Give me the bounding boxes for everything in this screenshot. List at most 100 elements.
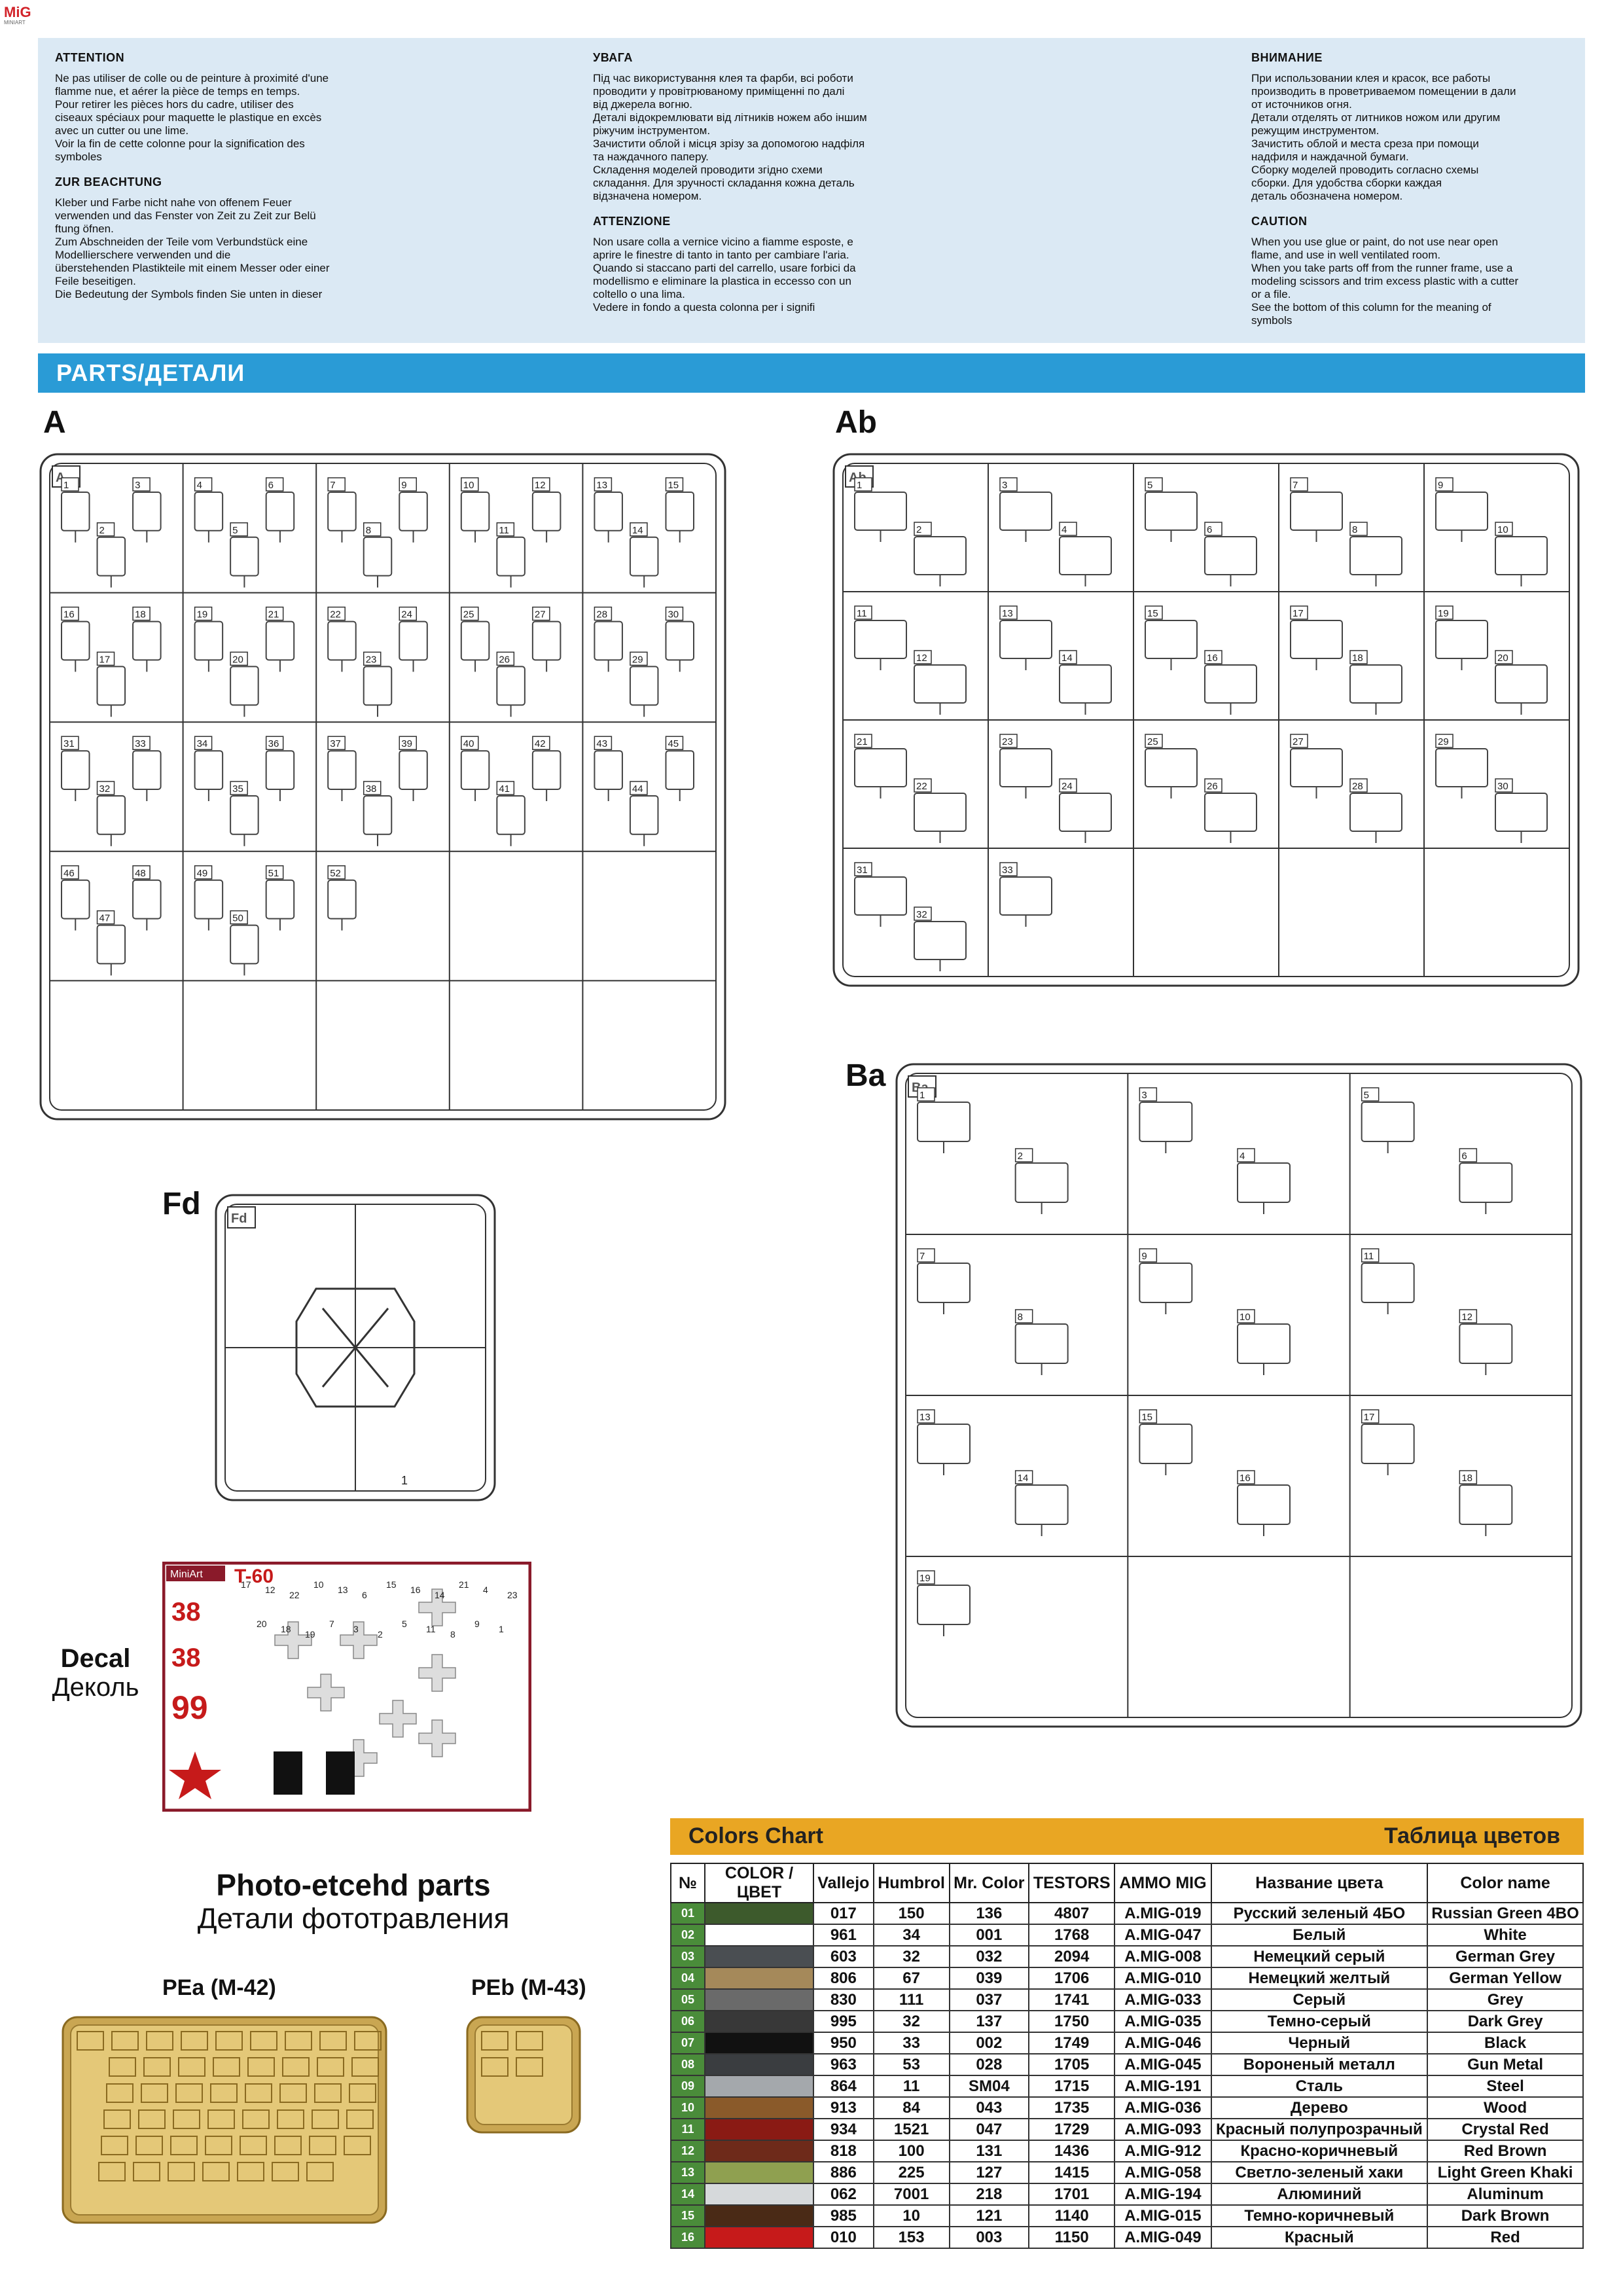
colors-chart-cell: 934 <box>813 2118 874 2141</box>
sprue-part <box>1435 492 1488 531</box>
color-swatch <box>704 2226 814 2249</box>
sprue-part-number: 3 <box>1141 1090 1147 1101</box>
sprue-part <box>1290 620 1343 659</box>
colors-chart-cell: A.MIG-036 <box>1114 2096 1212 2119</box>
sprue-part-number: 31 <box>857 865 868 876</box>
colors-chart-col-header: AMMO MIG <box>1114 1863 1212 1903</box>
sprue-part <box>96 795 126 835</box>
photoetch-peb-label: PEb (M-43) <box>471 1975 586 2000</box>
sprue-part <box>1059 793 1112 832</box>
color-swatch <box>704 1988 814 2011</box>
colors-chart-cell: 7001 <box>872 2183 950 2206</box>
colors-chart-col-header: Название цвета <box>1210 1863 1429 1903</box>
warning-text-ua: Під час використування клея та фарби, вс… <box>593 72 867 202</box>
sprue-part <box>460 492 490 531</box>
photoetch-title: Photo-etcehd parts Детали фототравления <box>157 1868 550 1936</box>
colors-chart-cell: 1436 <box>1028 2140 1116 2162</box>
color-swatch <box>704 2161 814 2184</box>
warning-title-it: ATTENZIONE <box>593 215 671 228</box>
colors-chart-cell: 11 <box>872 2075 950 2098</box>
photoetch-part <box>481 2031 508 2051</box>
decal-index-number: 21 <box>459 1579 469 1590</box>
sprue-part-number: 11 <box>1364 1251 1374 1262</box>
colors-chart-cell: 818 <box>813 2140 874 2162</box>
decal-label-ru: Деколь <box>52 1673 139 1702</box>
sprue-part <box>531 492 562 531</box>
colors-chart-cell: 017 <box>813 1902 874 1925</box>
sprue-part <box>1459 1323 1513 1364</box>
sprue-part <box>1361 1102 1415 1142</box>
colors-chart-cell: 4807 <box>1028 1902 1116 1925</box>
colors-chart-cell: 218 <box>948 2183 1030 2206</box>
colors-chart-cell: 15 <box>670 2204 705 2227</box>
colors-chart-cell: German Grey <box>1427 1945 1584 1968</box>
sprue-part-number: 8 <box>1018 1312 1023 1323</box>
sprue-part-number: 16 <box>1207 653 1218 664</box>
warning-text-en: When you use glue or paint, do not use n… <box>1251 236 1519 327</box>
colors-chart-cell: 864 <box>813 2075 874 2098</box>
decal-label-en: Decal <box>60 1644 131 1673</box>
sprue-part <box>265 492 295 531</box>
sprue-part <box>1237 1484 1291 1525</box>
sprue-part-number: 43 <box>596 738 607 749</box>
colors-chart-cell: 1715 <box>1028 2075 1116 2098</box>
sprue-part <box>132 492 162 531</box>
colors-chart-cell: 1749 <box>1028 2032 1116 2054</box>
decal-index-number: 3 <box>353 1624 359 1634</box>
sprue-part <box>399 750 428 791</box>
sprue-part <box>917 1263 971 1303</box>
colors-chart-cell: 16 <box>670 2226 705 2249</box>
photoetch-part <box>245 2083 272 2103</box>
photoetch-part <box>312 2109 339 2129</box>
photoetch-part <box>277 2109 304 2129</box>
colors-chart-cell: Алюминий <box>1210 2183 1429 2206</box>
sprue-part <box>1290 492 1343 531</box>
sprue-part <box>460 620 490 661</box>
colors-chart-cell: 14 <box>670 2183 705 2206</box>
sprue-part-number: 7 <box>919 1251 925 1262</box>
sprue-part-number: 37 <box>330 738 341 749</box>
photoetch-part <box>143 2057 171 2077</box>
sprue-part-number: 13 <box>596 480 607 491</box>
colors-chart-cell: 136 <box>948 1902 1030 1925</box>
sprue-part <box>1204 536 1257 575</box>
sprue-part-number: 21 <box>268 609 279 620</box>
sprue-part-number: 15 <box>1141 1412 1152 1423</box>
sprue-part-number: 4 <box>197 480 202 491</box>
photoetch-part <box>349 2083 376 2103</box>
sprue-part <box>854 492 907 531</box>
colors-chart-cell: A.MIG-033 <box>1114 1988 1212 2011</box>
colors-chart-cell: 127 <box>948 2161 1030 2184</box>
sprue-part <box>629 536 659 577</box>
sprue-part <box>496 795 526 835</box>
sprue-part <box>399 620 428 661</box>
warning-text-fr: Ne pas utiliser de colle ou de peinture … <box>55 72 329 163</box>
sprue-part-number: 28 <box>596 609 607 620</box>
sprue-part <box>194 750 224 791</box>
sprue-part-number: 15 <box>1147 608 1158 619</box>
decal-index-number: 1 <box>499 1624 504 1634</box>
sprue-part-number: 27 <box>1293 736 1304 747</box>
sprue-part <box>1459 1484 1513 1525</box>
frame-label-fd: Fd <box>162 1187 201 1221</box>
sprue-part <box>132 879 162 920</box>
decal-cross <box>418 1588 456 1626</box>
photoetch-part <box>354 2031 382 2051</box>
decal-index-number: 17 <box>241 1579 251 1590</box>
sprue-part <box>61 620 90 661</box>
sprue-part-number: 1 <box>401 1474 408 1487</box>
colors-chart-cell: 225 <box>872 2161 950 2184</box>
decal-index-number: 2 <box>378 1629 383 1640</box>
decal-index-number: 12 <box>265 1585 276 1595</box>
colors-chart-cell: 1750 <box>1028 2010 1116 2033</box>
warning-title-ua: УВАГА <box>593 51 633 64</box>
colors-chart-cell: A.MIG-194 <box>1114 2183 1212 2206</box>
sprue-part-number: 19 <box>1438 608 1449 619</box>
colors-chart-cell: 886 <box>813 2161 874 2184</box>
sprue-part <box>230 666 259 706</box>
logo-text: MiG <box>4 4 31 20</box>
sprue-part-number: 29 <box>632 654 643 665</box>
colors-chart-cell: 137 <box>948 2010 1030 2033</box>
sprue-part-number: 16 <box>1240 1473 1251 1484</box>
colors-chart-cell: 111 <box>872 1988 950 2011</box>
